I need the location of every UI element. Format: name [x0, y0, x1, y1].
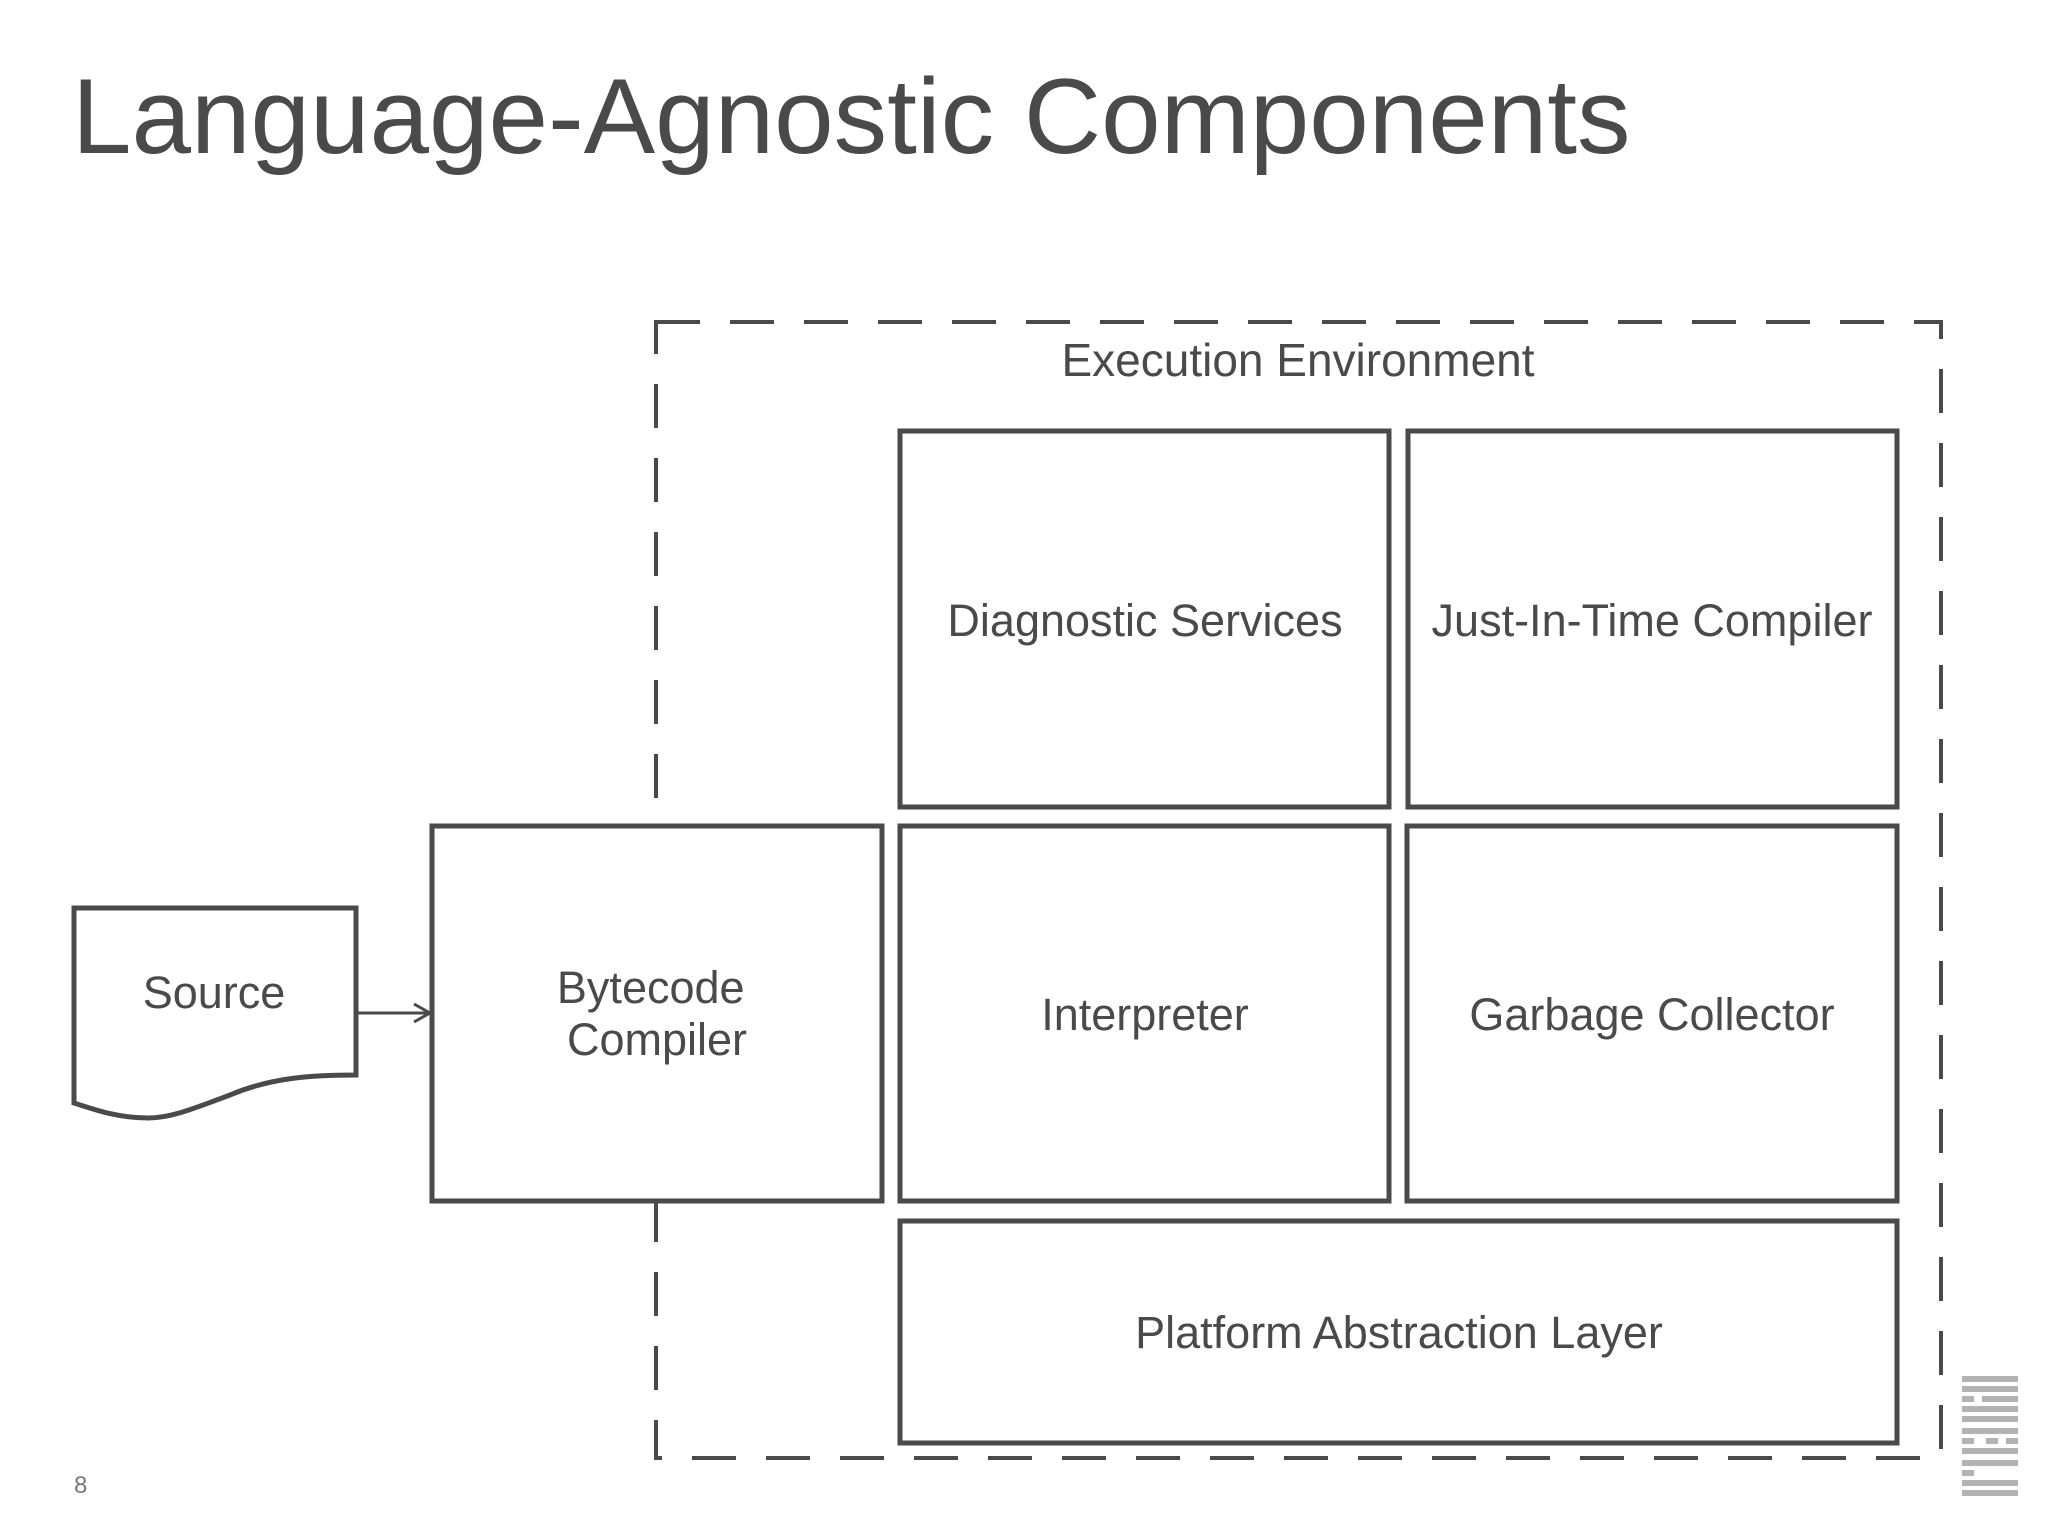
jit-compiler-label: Just-In-Time Compiler — [1432, 595, 1873, 646]
interpreter-label: Interpreter — [1041, 989, 1249, 1040]
platform-abstraction-layer-box — [897, 1218, 1900, 1446]
diagnostic-services-label: Diagnostic Services — [947, 595, 1342, 646]
source-label: Source — [143, 967, 286, 1018]
slide-title: Language-Agnostic Components — [72, 56, 1631, 176]
execution-environment-label: Execution Environment — [1061, 334, 1534, 386]
source-document-shape — [71, 905, 359, 1121]
garbage-collector-box — [1404, 823, 1900, 1204]
platform-abstraction-layer-label: Platform Abstraction Layer — [1135, 1307, 1663, 1358]
slide-number: 8 — [74, 1472, 88, 1499]
bytecode-compiler-box — [429, 823, 885, 1204]
jit-compiler-box — [1405, 428, 1900, 810]
interpreter-box — [897, 823, 1392, 1204]
diagnostic-services-box — [897, 428, 1392, 810]
garbage-collector-label: Garbage Collector — [1469, 989, 1834, 1040]
ibm-logo — [1962, 1376, 2018, 1496]
execution-environment-boundary — [654, 320, 1943, 1460]
bytecode-compiler-label: Bytecode Compiler — [557, 962, 757, 1065]
